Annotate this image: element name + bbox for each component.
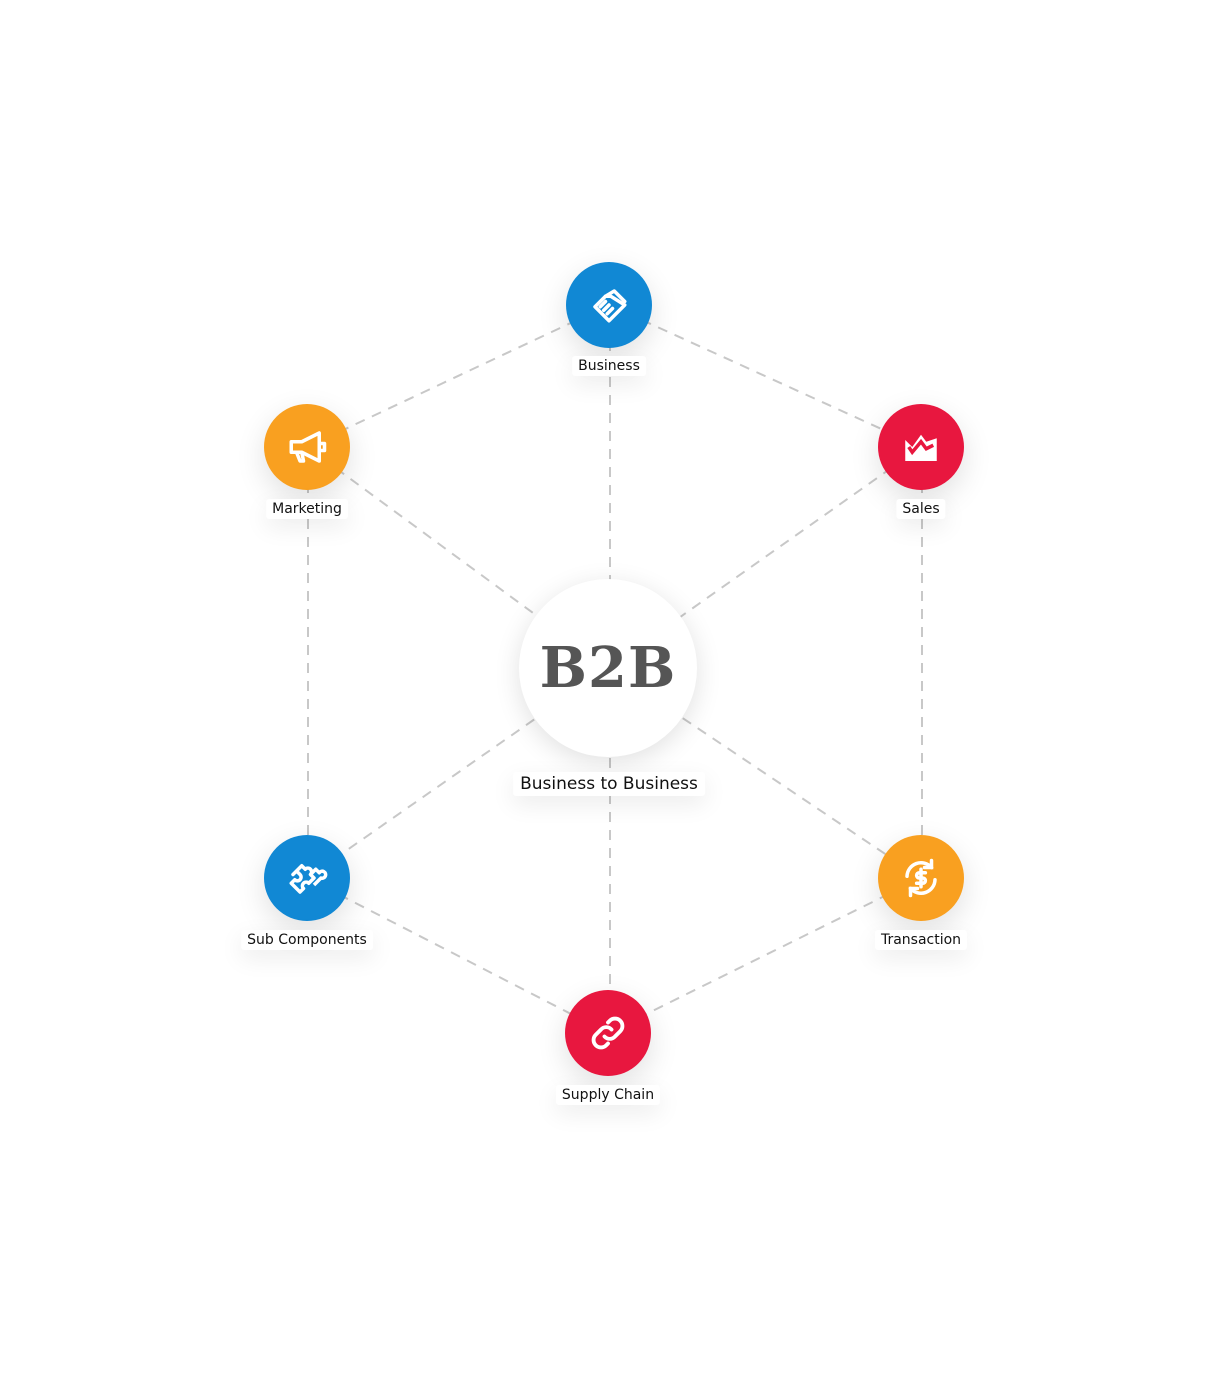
puzzle-icon	[289, 864, 328, 894]
node-label-transaction: Transaction	[874, 930, 968, 950]
dollar-exchange-icon	[905, 858, 937, 898]
edge-sales-center	[607, 446, 922, 669]
node-label-sub-components: Sub Components	[241, 930, 373, 950]
node-label-supply-chain: Supply Chain	[555, 1085, 661, 1105]
node-marketing[interactable]	[264, 404, 350, 490]
node-supply-chain[interactable]	[565, 990, 651, 1076]
node-transaction[interactable]	[878, 835, 964, 921]
center-subtitle: Business to Business	[513, 772, 705, 796]
link-icon	[591, 1016, 625, 1050]
edge-business-sales	[608, 304, 922, 448]
megaphone-icon	[289, 431, 327, 463]
node-sales[interactable]	[878, 404, 964, 490]
center-title: B2B	[539, 635, 677, 701]
node-label-business: Business	[572, 356, 646, 376]
area-chart-icon	[905, 434, 937, 461]
node-business[interactable]	[566, 262, 652, 348]
edge-subcomponents-supplychain	[306, 877, 609, 1034]
handshake-icon	[593, 289, 627, 323]
node-label-sales: Sales	[896, 499, 946, 519]
edge-transaction-supplychain	[607, 877, 922, 1034]
edge-business-marketing	[306, 304, 610, 448]
center-b2b-circle: B2B	[519, 579, 697, 757]
node-label-marketing: Marketing	[266, 499, 348, 519]
node-sub-components[interactable]	[264, 835, 350, 921]
